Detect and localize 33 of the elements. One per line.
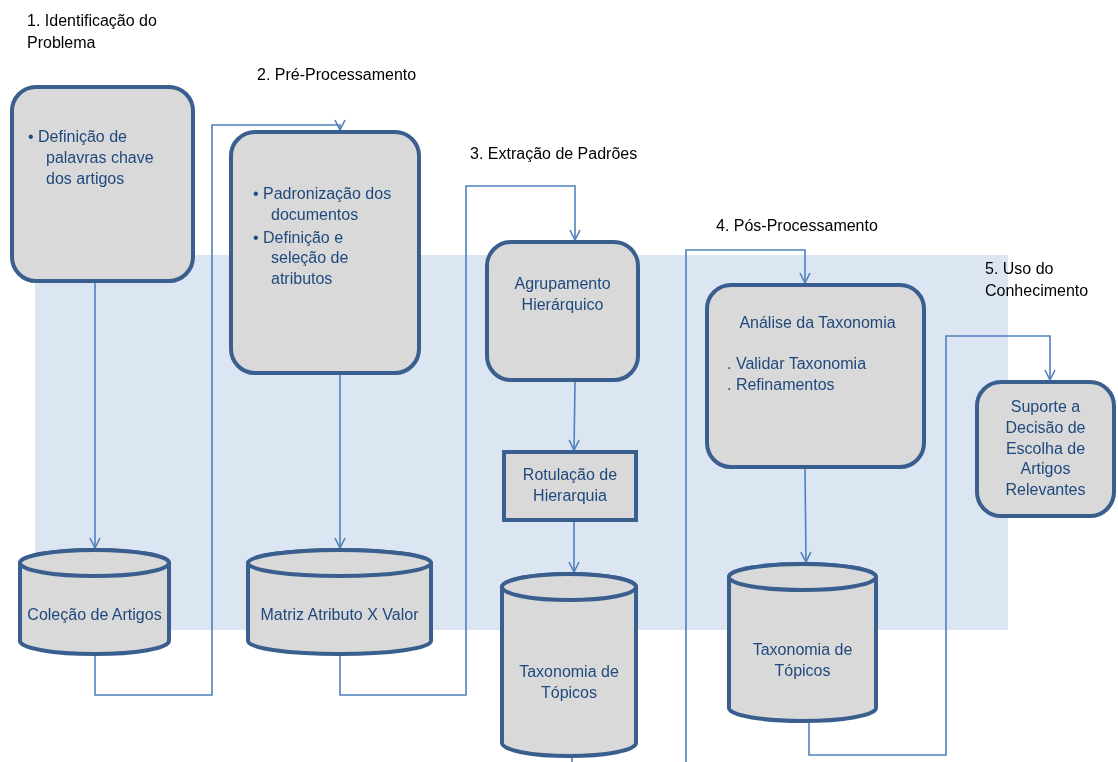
connector-arrow [94,119,346,696]
box-label: Coleção de Artigos [26,604,163,625]
connector-arrow [808,335,1056,756]
bullet-item: • Definição de palavras chave dos artigos [28,127,155,189]
bullet-item: • Padronização dos documentos [253,184,393,225]
bullet-item: • Definição e seleção de atributos [253,227,350,290]
stage-title: 3. Extração de Padrões [470,144,639,164]
box-label: Taxonomia de Tópicos [751,639,854,681]
box-label: Rotulação de Hierarquia [521,465,619,506]
process-box [229,130,421,375]
connector-arrow [568,381,580,451]
connector-arrow [334,374,346,549]
box-label: Taxonomia de Tópicos [518,662,620,703]
box-label: Agrupamento Hierárquico [513,274,612,315]
stage-title: 4. Pós-Processamento [716,216,879,236]
connector-arrow [568,521,580,573]
list-item: . Validar Taxonomia [727,353,868,374]
stage-title: 5. Uso do Conhecimento [985,259,1090,301]
connector-arrow [800,468,812,563]
box-label: Suporte a Decisão de Escolha de Artigos Relevantes [1004,397,1087,501]
process-box [705,283,926,469]
stage-title: 1. Identificação do Problema [27,11,158,53]
stage-title: 2. Pré-Processamento [257,65,418,85]
connector-arrow [571,249,811,762]
connector-arrow [339,185,581,696]
box-title: Análise da Taxonomia [738,313,897,333]
process-box [485,240,640,382]
box-label: Matriz Atributo X Valor [259,604,420,625]
list-item: . Refinamentos [727,374,836,395]
process-box [10,85,195,283]
process-box [502,450,638,522]
connector-arrow [89,282,101,549]
process-box [975,380,1116,518]
